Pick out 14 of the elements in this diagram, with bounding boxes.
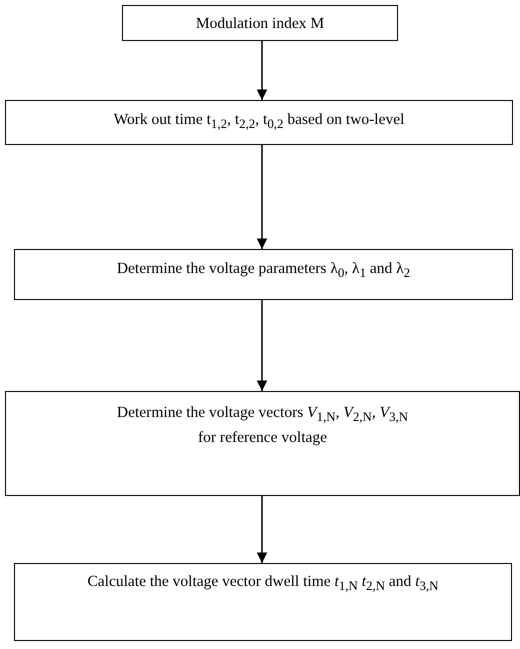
step-text: Modulation index M	[196, 14, 324, 34]
step-text: Work out time t$_{1,2}$, t$_{2,2}$, t$_{0,2}$ based on two-level	[114, 110, 404, 134]
arrow	[256, 300, 268, 391]
arrow	[256, 145, 268, 249]
process-box	[5, 100, 513, 145]
arrow	[256, 41, 268, 100]
step-text: Calculate the voltage vector dwell time t$_{1,N}$ t$_{2,N}$ and t$_{3,N}$	[87, 572, 439, 596]
process-box	[14, 563, 512, 641]
process-box	[5, 391, 520, 496]
process-box	[122, 5, 398, 41]
step-text: Determine the voltage vectors V$_{1,N}$, V$_{2,N}$, V$_{3,N}$ for reference voltage	[116, 403, 410, 448]
step-text: Determine the voltage parameters λ$_{0}$, λ$_{1}$ and λ$_{2}$	[116, 259, 410, 282]
arrow	[256, 496, 268, 563]
process-box	[14, 249, 513, 300]
